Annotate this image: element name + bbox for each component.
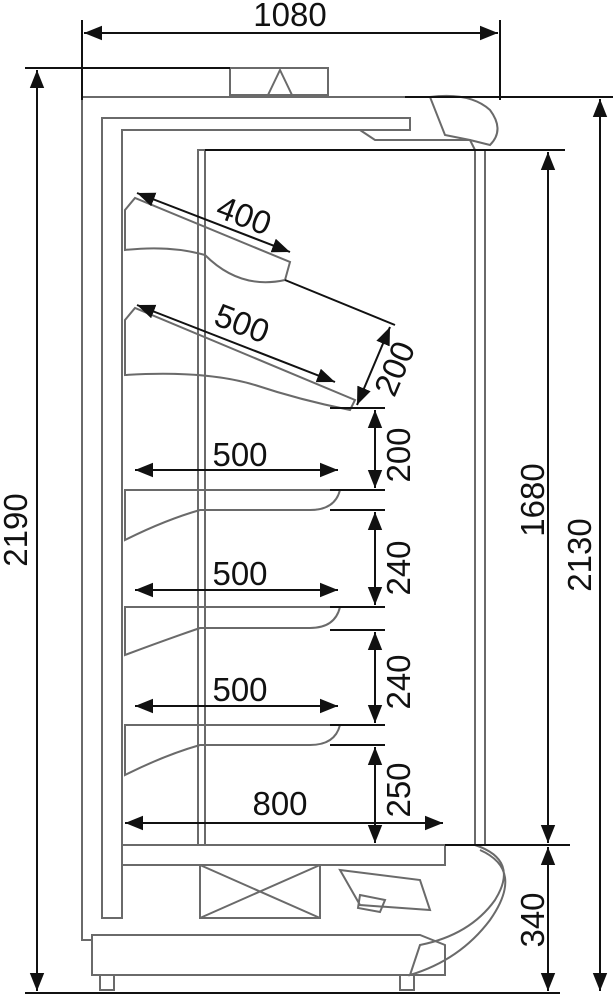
- label-gap-4: 250: [380, 762, 417, 817]
- label-shelf-3-depth: 500: [212, 436, 267, 473]
- label-slanted-gap: 200: [367, 336, 423, 401]
- base-plinth: [91, 934, 446, 976]
- label-gap-2: 240: [380, 540, 417, 595]
- rear-foot: [99, 974, 115, 991]
- front-air-duct: [428, 94, 499, 147]
- shelf-4: [124, 606, 342, 657]
- label-base-height: 340: [514, 892, 551, 947]
- label-bottom-depth: 800: [252, 785, 307, 822]
- label-display-height: 1680: [514, 463, 551, 536]
- dimension-labels: 1080 2190 2130 1680 340 400 500 200 200 …: [0, 0, 598, 948]
- label-gap-1: 200: [380, 427, 417, 482]
- label-front-height: 2130: [561, 518, 598, 591]
- cabinet-outline: [81, 67, 507, 991]
- dimension-lines: [25, 20, 613, 994]
- label-shelf-5-depth: 500: [212, 671, 267, 708]
- label-overall-height: 2190: [0, 493, 34, 566]
- bottom-deck: [121, 844, 446, 866]
- front-foot: [399, 974, 415, 991]
- label-gap-3: 240: [380, 654, 417, 709]
- shelf-3: [124, 489, 342, 542]
- shelf-5: [124, 724, 342, 777]
- drain-unit: [338, 868, 432, 914]
- label-overall-width: 1080: [253, 0, 326, 33]
- evaporator: [199, 864, 321, 919]
- label-shelf-4-depth: 500: [212, 555, 267, 592]
